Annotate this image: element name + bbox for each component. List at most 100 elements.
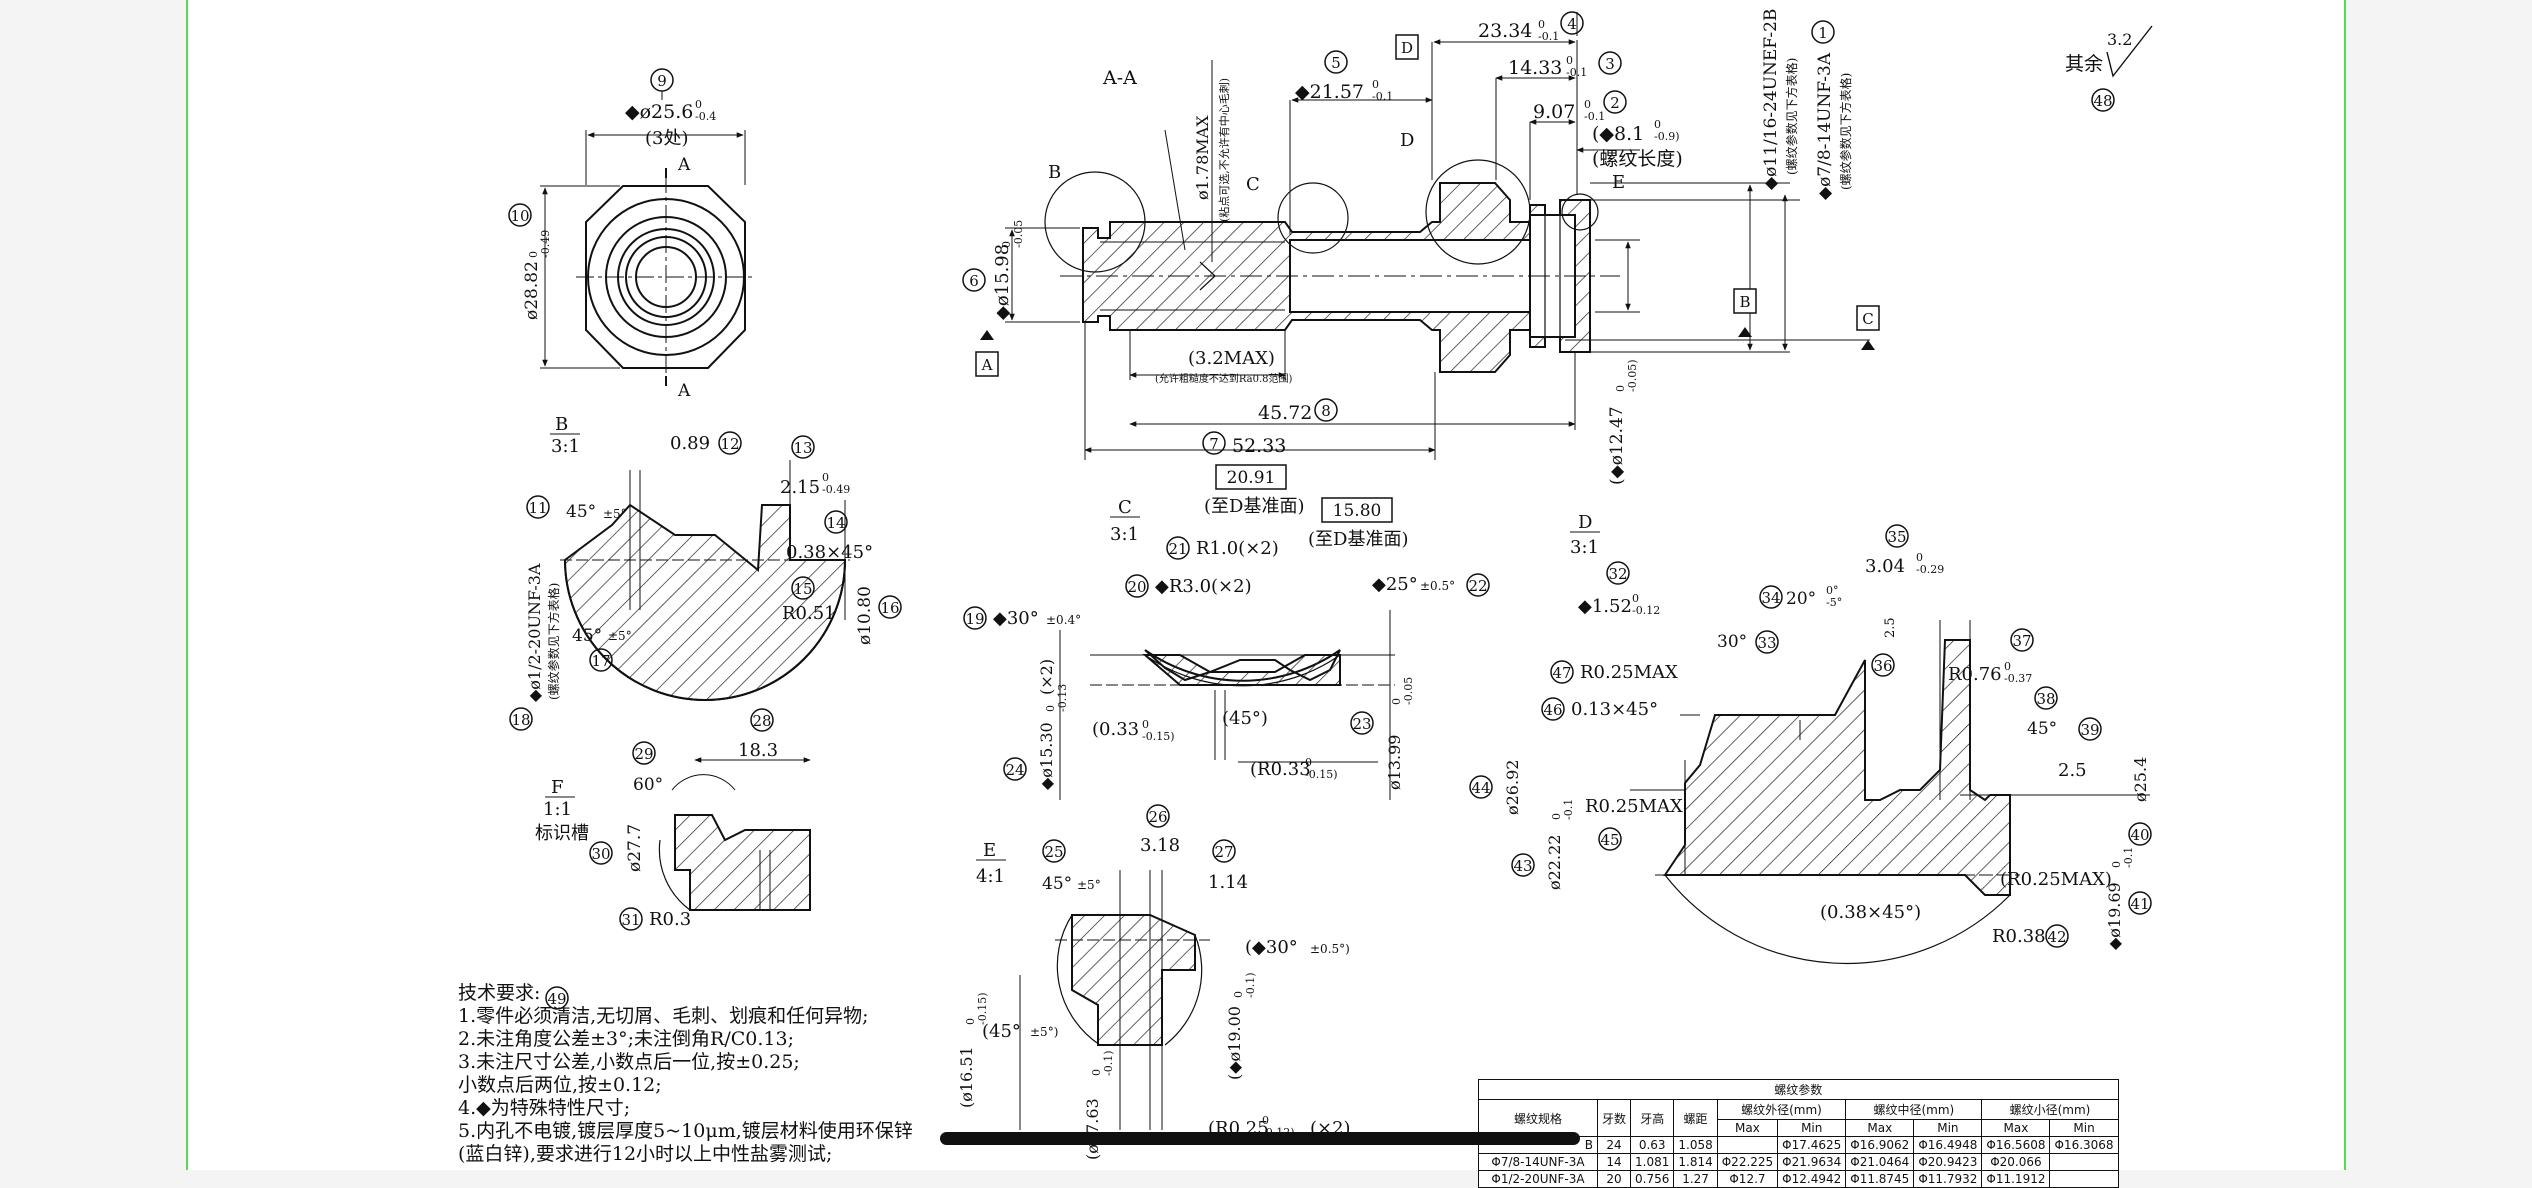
svg-text:5: 5 [1331, 54, 1341, 72]
tol-35: 0-0.29 [1916, 551, 1944, 576]
dim-47: R0.25MAX [1580, 662, 1678, 683]
balloon-39: 39 [2078, 717, 2102, 741]
tol-2: 0-0.1 [1584, 98, 1605, 123]
dim-26: 3.18 [1140, 835, 1180, 856]
tol-6: 0-0.05 [1000, 220, 1025, 248]
dim-033: (0.33 [1092, 719, 1139, 740]
detail-d-scale: 3:1 [1570, 537, 1599, 558]
balloon-42: 42 [2045, 924, 2069, 948]
note-2091: (至D基准面) [1204, 496, 1304, 517]
svg-text:6: 6 [969, 272, 979, 290]
detail-e-scale: 4:1 [976, 866, 1005, 887]
dim-thread-11-16: ◆ø11/16-24UNEF-2B [1761, 9, 1781, 190]
svg-text:7: 7 [1209, 435, 1219, 453]
balloon-11: 11 [526, 495, 550, 519]
box-2091: 20.91 [1215, 464, 1287, 490]
table-cell: 1.814 [1673, 1153, 1718, 1171]
note-178max: (粘点可选,不允许有中心毛刺) [1217, 78, 1231, 222]
ang-30-e: (◆30° [1245, 937, 1298, 958]
note-thread-length: (螺纹长度) [1592, 148, 1683, 170]
dim-37: R0.76 [1948, 664, 2002, 685]
balloon-38: 38 [2034, 686, 2058, 710]
roughness-default: 3.2 [2107, 30, 2132, 49]
table-cell: 0.756 [1630, 1170, 1675, 1188]
header-max: Max [1845, 1119, 1915, 1137]
balloon-46: 46 [1541, 697, 1565, 721]
svg-text:15: 15 [793, 580, 812, 598]
svg-text:41: 41 [2130, 895, 2149, 913]
balloon-17: 17 [589, 648, 613, 672]
dim-44: ø26.92 [1503, 760, 1522, 815]
balloon-16: 16 [878, 595, 902, 619]
table-cell: Φ16.4948 [1913, 1136, 1983, 1154]
tol-13: 0-0.49 [822, 471, 850, 496]
note-thread-11-16: (螺纹参数见下方表格) [1784, 58, 1799, 175]
table-cell: Φ1/2-20UNF-3A [1478, 1170, 1598, 1188]
dim-36: 2.5 [1883, 617, 1898, 638]
dim-14: 0.38×45° [786, 542, 873, 563]
balloon-40: 40 [2128, 822, 2152, 846]
detail-callout-d: D [1400, 130, 1414, 151]
balloon-49: 49 [545, 986, 569, 1010]
balloon-10: 10 [508, 203, 532, 227]
dim-27: 1.14 [1208, 872, 1248, 893]
svg-text:26: 26 [1148, 808, 1167, 826]
dim-42: R0.38 [1992, 926, 2046, 947]
dim-thread-length: (◆8.1 [1592, 123, 1644, 145]
dim-32max: (3.2MAX) [1188, 348, 1275, 369]
tol-25: ±5° [1077, 878, 1101, 892]
main-section-view [1044, 159, 1620, 373]
dim-23: ø13.99 [1385, 735, 1404, 790]
dim-8: 45.72 [1258, 402, 1312, 424]
table-cell: Φ21.9634 [1777, 1153, 1847, 1171]
svg-text:10: 10 [510, 207, 529, 225]
balloon-5: 5 [1324, 50, 1348, 74]
dim-21: R1.0(×2) [1196, 538, 1279, 559]
table-row: Φ7/8-14UNF-3A 14 1.081 1.814 Φ22.225 Φ21… [1478, 1153, 2119, 1171]
table-cell: Φ7/8-14UNF-3A [1478, 1153, 1598, 1171]
balloon-48: 48 [2091, 88, 2115, 112]
table-cell: Φ12.4942 [1777, 1170, 1847, 1188]
dim-45: R0.25MAX [1585, 796, 1683, 817]
svg-text:2: 2 [1610, 94, 1620, 112]
svg-text:49: 49 [547, 990, 566, 1008]
tol-23: 0-0.05 [1390, 677, 1415, 705]
note-32max: (允许粗糙度不达到Ra0.8范围) [1155, 372, 1293, 385]
tol-11: ±5° [603, 507, 627, 521]
table-cell: Φ11.7932 [1913, 1170, 1983, 1188]
detail-e-view [1019, 870, 1210, 1130]
balloon-32: 32 [1606, 561, 1630, 585]
datum-d-box: D [1395, 34, 1419, 60]
dim-35: 3.04 [1865, 556, 1905, 577]
datum-a-box: A [975, 351, 999, 377]
dim-thread-7-8: ◆ø7/8-14UNF-3A [1815, 52, 1835, 200]
note-3places: (3处) [645, 128, 689, 149]
svg-text:17: 17 [591, 652, 610, 670]
table-cell: Φ12.7 [1716, 1170, 1779, 1188]
horizontal-scrollbar[interactable] [940, 1132, 1580, 1145]
ang-45-e: (45° [982, 1021, 1021, 1042]
svg-text:38: 38 [2036, 690, 2055, 708]
balloon-8: 8 [1314, 398, 1338, 422]
balloon-47: 47 [1550, 660, 1574, 684]
table-cell: Φ20.9423 [1913, 1153, 1983, 1171]
detail-callout-c: C [1246, 174, 1260, 195]
tol-1900: 0-0.1) [1232, 972, 1257, 998]
dim-r025max: (R0.25MAX) [2000, 869, 2112, 890]
dim-12-47: (◆ø12.47 [1607, 406, 1627, 485]
note-24: (×2) [1037, 659, 1056, 695]
svg-text:28: 28 [752, 712, 771, 730]
svg-text:13: 13 [793, 439, 812, 457]
dim-12: 0.89 [670, 433, 710, 454]
detail-c-scale: 3:1 [1110, 524, 1139, 545]
balloon-27: 27 [1212, 839, 1236, 863]
dim-9: ◆ø25.6 [625, 101, 693, 123]
header-pitch: 螺距 [1673, 1099, 1718, 1137]
ang-38: 45° [2027, 719, 2057, 739]
balloon-2: 2 [1603, 90, 1627, 114]
balloon-45: 45 [1598, 827, 1622, 851]
technical-requirements-title: 技术要求: [458, 982, 541, 1004]
table-cell: 1.081 [1630, 1153, 1675, 1171]
tol-12-47: 0-0.05) [1614, 359, 1639, 392]
